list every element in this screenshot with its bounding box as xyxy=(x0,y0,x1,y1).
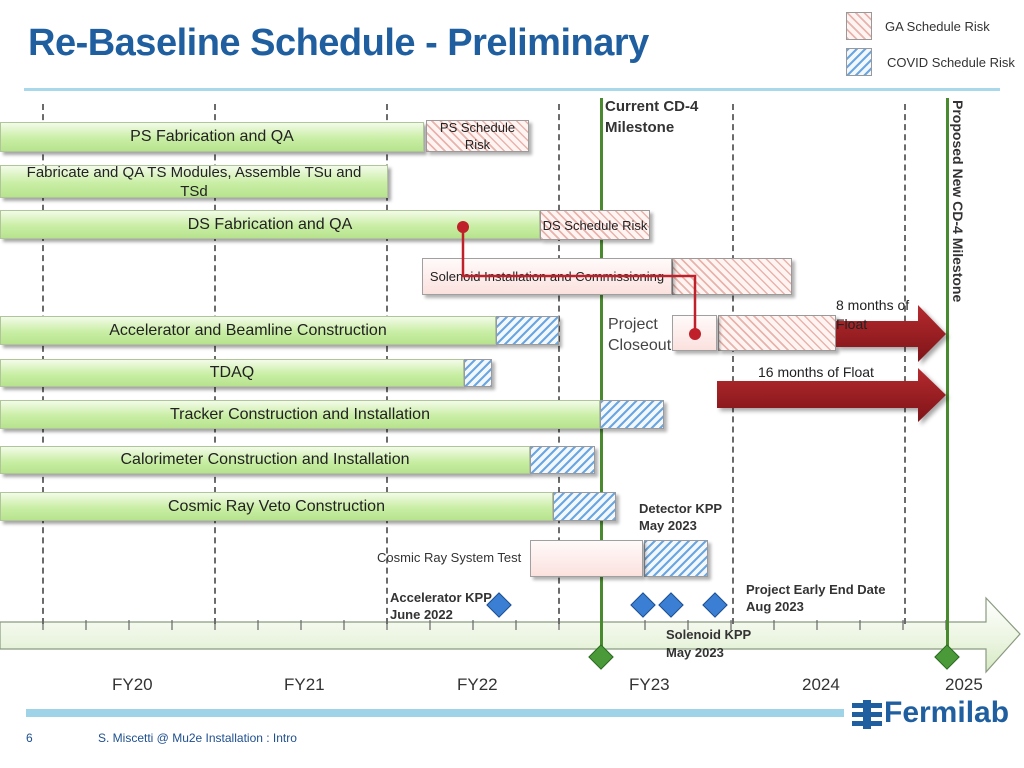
closeout-ga-risk xyxy=(718,315,836,351)
task-calorimeter: Calorimeter Construction and Installatio… xyxy=(0,446,530,474)
solenoid-ga-risk xyxy=(672,258,792,295)
task-accelerator-beamline: Accelerator and Beamline Construction xyxy=(0,316,496,345)
task-cosmic-ray-veto: Cosmic Ray Veto Construction xyxy=(0,492,553,521)
page-title: Re-Baseline Schedule - Preliminary xyxy=(28,22,649,64)
ga-risk-swatch xyxy=(846,12,872,40)
fy-label-5: 2025 xyxy=(945,675,983,694)
year-gridline-2025 xyxy=(904,104,906,624)
eight-months-float-label: 8 months of Float xyxy=(836,297,910,332)
task-ps-fabrication: PS Fabrication and QA xyxy=(0,122,424,152)
cosmic-ray-test-label: Cosmic Ray System Test xyxy=(377,550,522,565)
ds-schedule-risk: DS Schedule Risk xyxy=(540,210,650,240)
ps-schedule-risk: PS Schedule Risk xyxy=(426,120,529,152)
solenoid-kpp-date: May 2023 xyxy=(666,645,724,660)
covid-risk-label: COVID Schedule Risk xyxy=(887,55,1015,70)
year-gridline-fy23 xyxy=(558,104,560,624)
sixteen-months-float-label: 16 months of Float xyxy=(758,364,874,380)
fy-label-2: FY22 xyxy=(457,675,498,694)
tracker-covid-risk xyxy=(600,400,664,429)
covid-risk-swatch xyxy=(846,48,872,76)
task-tracker: Tracker Construction and Installation xyxy=(0,400,600,429)
detector-kpp-date: May 2023 xyxy=(639,518,697,533)
fy-label-0: FY20 xyxy=(112,675,153,694)
page-number: 6 xyxy=(26,731,33,745)
footer-divider xyxy=(26,709,844,717)
year-gridline-2024 xyxy=(732,104,734,624)
accelerator-kpp-date: June 2022 xyxy=(390,607,453,622)
footer-text: S. Miscetti @ Mu2e Installation : Intro xyxy=(98,731,297,745)
accelerator-kpp-label: Accelerator KPP xyxy=(390,590,492,605)
current-cd4-line xyxy=(600,98,603,658)
task-tdaq: TDAQ xyxy=(0,359,464,387)
proposed-cd4-label: Proposed New CD-4 Milestone xyxy=(950,100,966,303)
title-divider xyxy=(24,88,1000,91)
task-ts-modules: Fabricate and QA TS Modules, Assemble TS… xyxy=(0,164,388,200)
early-end-date: Aug 2023 xyxy=(746,599,804,614)
ga-risk-label: GA Schedule Risk xyxy=(885,19,990,34)
fermilab-logo-icon xyxy=(852,700,882,729)
solenoid-kpp-label: Solenoid KPP xyxy=(666,627,752,642)
proposed-cd4-line xyxy=(946,98,949,658)
fermilab-logo-text: Fermilab xyxy=(884,696,1010,729)
accelerator-covid-risk xyxy=(496,316,559,345)
fy-label-3: FY23 xyxy=(629,675,670,694)
current-cd4-label: Current CD-4 Milestone xyxy=(605,98,699,136)
timeline-arrow xyxy=(0,596,1021,674)
task-cosmic-ray-test-box xyxy=(530,540,643,577)
cosmic-test-covid-risk xyxy=(644,540,708,577)
detector-kpp-label: Detector KPP xyxy=(639,501,723,516)
early-end-label: Project Early End Date xyxy=(746,582,886,597)
task-ds-fabrication: DS Fabrication and QA xyxy=(0,210,540,239)
calorimeter-covid-risk xyxy=(530,446,595,474)
project-closeout-label: Project Closeout xyxy=(608,316,672,354)
crv-covid-risk xyxy=(553,492,616,521)
fy-label-4: 2024 xyxy=(802,675,840,694)
fy-label-1: FY21 xyxy=(284,675,325,694)
tdaq-covid-risk xyxy=(464,359,492,387)
